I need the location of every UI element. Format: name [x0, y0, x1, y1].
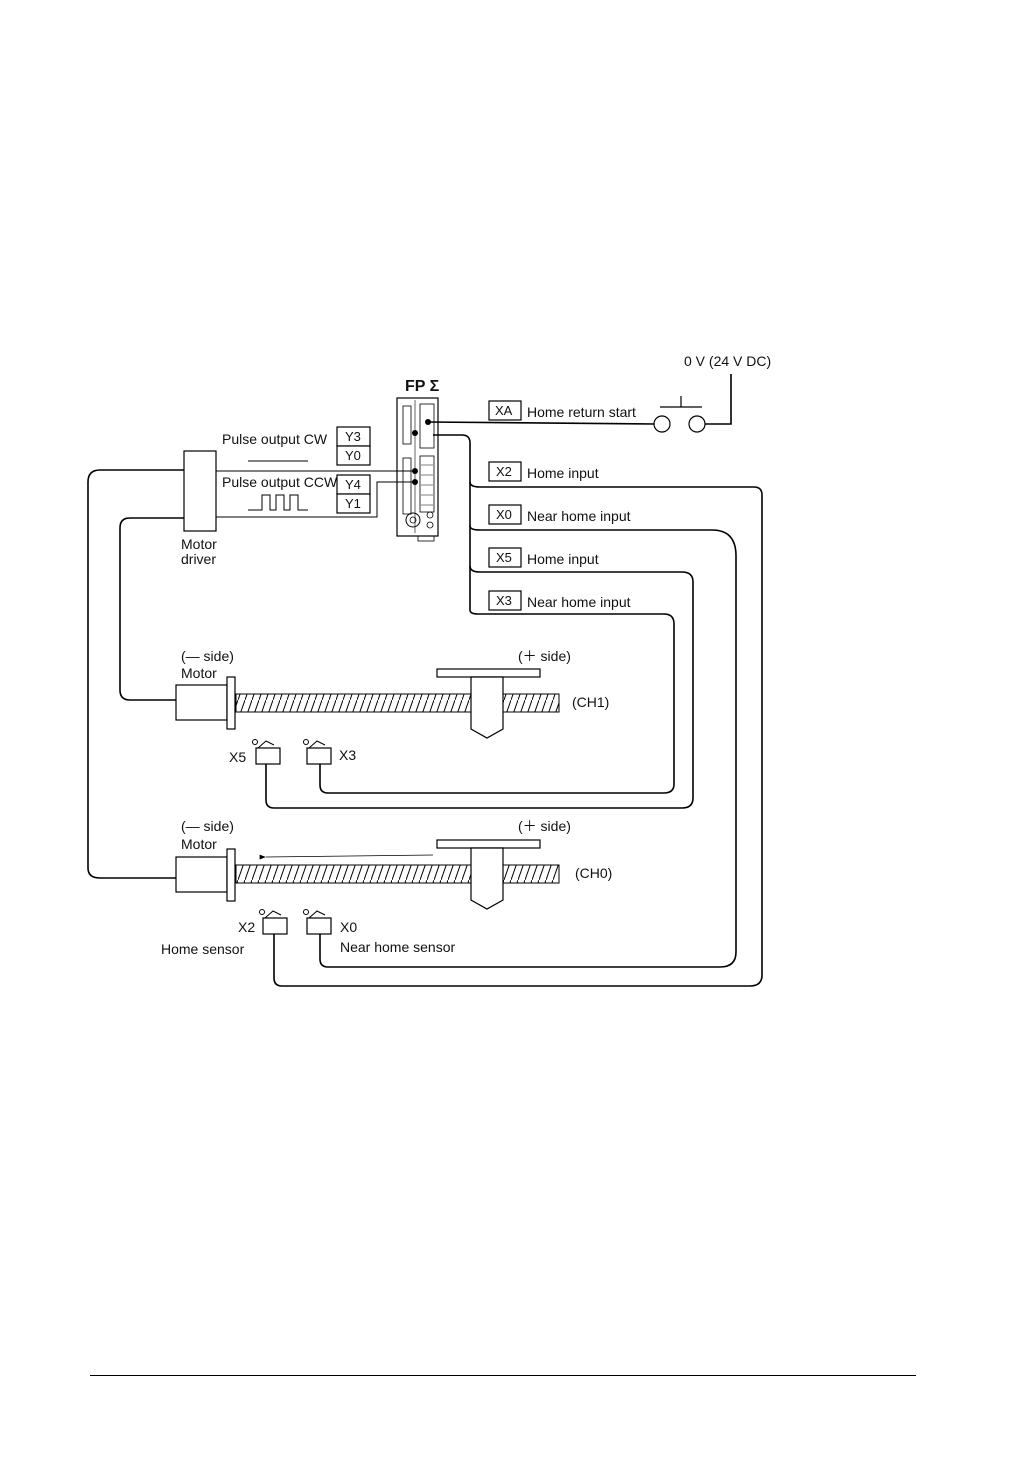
output-terminal: Y4 — [345, 477, 361, 492]
motor-driver-label: Motor — [181, 536, 217, 552]
motor-driver — [184, 451, 216, 531]
input-x5: X5 Home input — [489, 548, 599, 567]
ch0-ball-screw — [236, 865, 559, 883]
xa-wire — [428, 422, 654, 424]
input-terminal: X3 — [496, 593, 512, 608]
direction-arrow — [266, 855, 433, 857]
plc-unit — [397, 398, 438, 541]
ch0-motor-cable — [88, 470, 184, 878]
power-wire — [705, 374, 731, 424]
input-terminal: X0 — [496, 507, 512, 522]
ch1-home-sensor: X5 — [229, 740, 280, 766]
ch1-plus-side: (＋ side) — [518, 648, 571, 664]
ch1-channel-label: (CH1) — [572, 694, 609, 710]
input-x3: X3 Near home input — [489, 591, 631, 610]
ch1-motor-cable — [120, 518, 184, 700]
ch0-motor-label: Motor — [181, 836, 217, 852]
pulse-cw-label: Pulse output CW — [222, 431, 328, 447]
ch0-home-sensor: X2 Home sensor — [161, 910, 287, 958]
input-label: Home input — [527, 551, 599, 567]
output-terminal: Y0 — [345, 448, 361, 463]
footer-rule — [90, 1375, 916, 1376]
output-terminal: Y1 — [345, 496, 361, 511]
home-sensor-label: Home sensor — [161, 941, 245, 957]
ch0-motor — [176, 849, 235, 901]
output-terminal: Y3 — [345, 429, 361, 444]
sensor-label: X0 — [340, 919, 357, 935]
ch1-ball-screw — [236, 694, 559, 712]
ch1-motor-label: Motor — [181, 665, 217, 681]
ch0-minus-side: (— side) — [181, 818, 234, 834]
sensor-label: X5 — [229, 749, 246, 765]
output-y3: Y3 — [337, 427, 370, 446]
ch1-motor — [176, 677, 235, 729]
pulse-ccw-label: Pulse output CCW — [222, 474, 338, 490]
input-x2: X2 Home input — [489, 462, 599, 481]
ch1-minus-side: (— side) — [181, 648, 234, 664]
motor-driver-label: driver — [181, 551, 216, 567]
input-label: Near home input — [527, 594, 631, 610]
input-label: Home input — [527, 465, 599, 481]
input-terminal: X2 — [496, 464, 512, 479]
output-y4: Y4 — [337, 475, 370, 494]
sensor-label: X3 — [339, 747, 356, 763]
input-label: Near home input — [527, 508, 631, 524]
ch0-channel-label: (CH0) — [575, 865, 612, 881]
home-return-start-switch — [654, 396, 705, 432]
ch1-near-home-sensor: X3 — [304, 740, 357, 765]
output-y0: Y0 — [337, 446, 370, 465]
sensor-label: X2 — [238, 919, 255, 935]
power-label: 0 V (24 V DC) — [684, 353, 771, 369]
input-terminal: XA — [495, 403, 513, 418]
ch0-near-home-sensor: X0 Near home sensor — [304, 910, 456, 956]
x3-wire — [320, 435, 674, 793]
input-xa: XA Home return start — [489, 401, 636, 420]
near-home-sensor-label: Near home sensor — [340, 939, 456, 955]
ccw-pulse-train — [248, 495, 308, 510]
ch0-plus-side: (＋ side) — [518, 818, 571, 834]
input-terminal: X5 — [496, 550, 512, 565]
input-x0: X0 Near home input — [489, 505, 631, 524]
input-label: Home return start — [527, 404, 636, 420]
output-y1: Y1 — [337, 494, 370, 513]
plc-title: FP Σ — [405, 378, 440, 395]
